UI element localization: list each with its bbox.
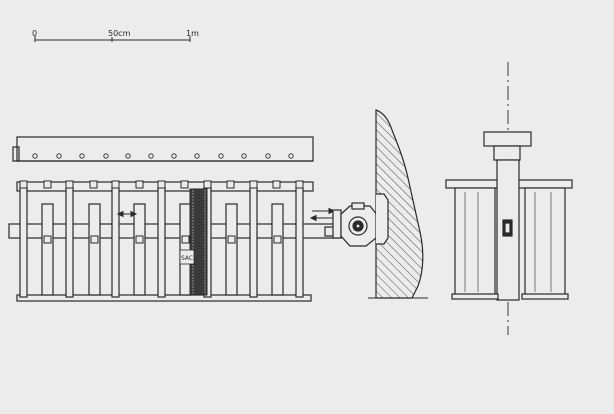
top-bolts xyxy=(19,180,304,189)
scale-bar xyxy=(34,36,191,42)
movement-arrows xyxy=(116,207,336,222)
sack-label: SAC xyxy=(181,255,193,262)
press-side-view xyxy=(445,62,573,335)
axle-bar xyxy=(8,223,342,239)
uprights xyxy=(19,186,304,298)
screw-mechanism xyxy=(324,202,379,247)
scale-label-start: 0 xyxy=(32,29,37,38)
sack xyxy=(189,188,208,296)
wall-bracket xyxy=(376,193,389,245)
sack-label-box xyxy=(179,249,195,265)
top-beam xyxy=(16,136,314,162)
wall-section xyxy=(375,109,424,299)
press-plates xyxy=(41,203,284,296)
press-front-view xyxy=(8,136,342,302)
plate-keys xyxy=(43,235,282,244)
scale-label-end: 1m xyxy=(186,29,199,38)
beam-end-left xyxy=(12,146,20,162)
beam-bolt-holes xyxy=(32,153,294,159)
scale-label-mid: 50cm xyxy=(108,29,131,38)
